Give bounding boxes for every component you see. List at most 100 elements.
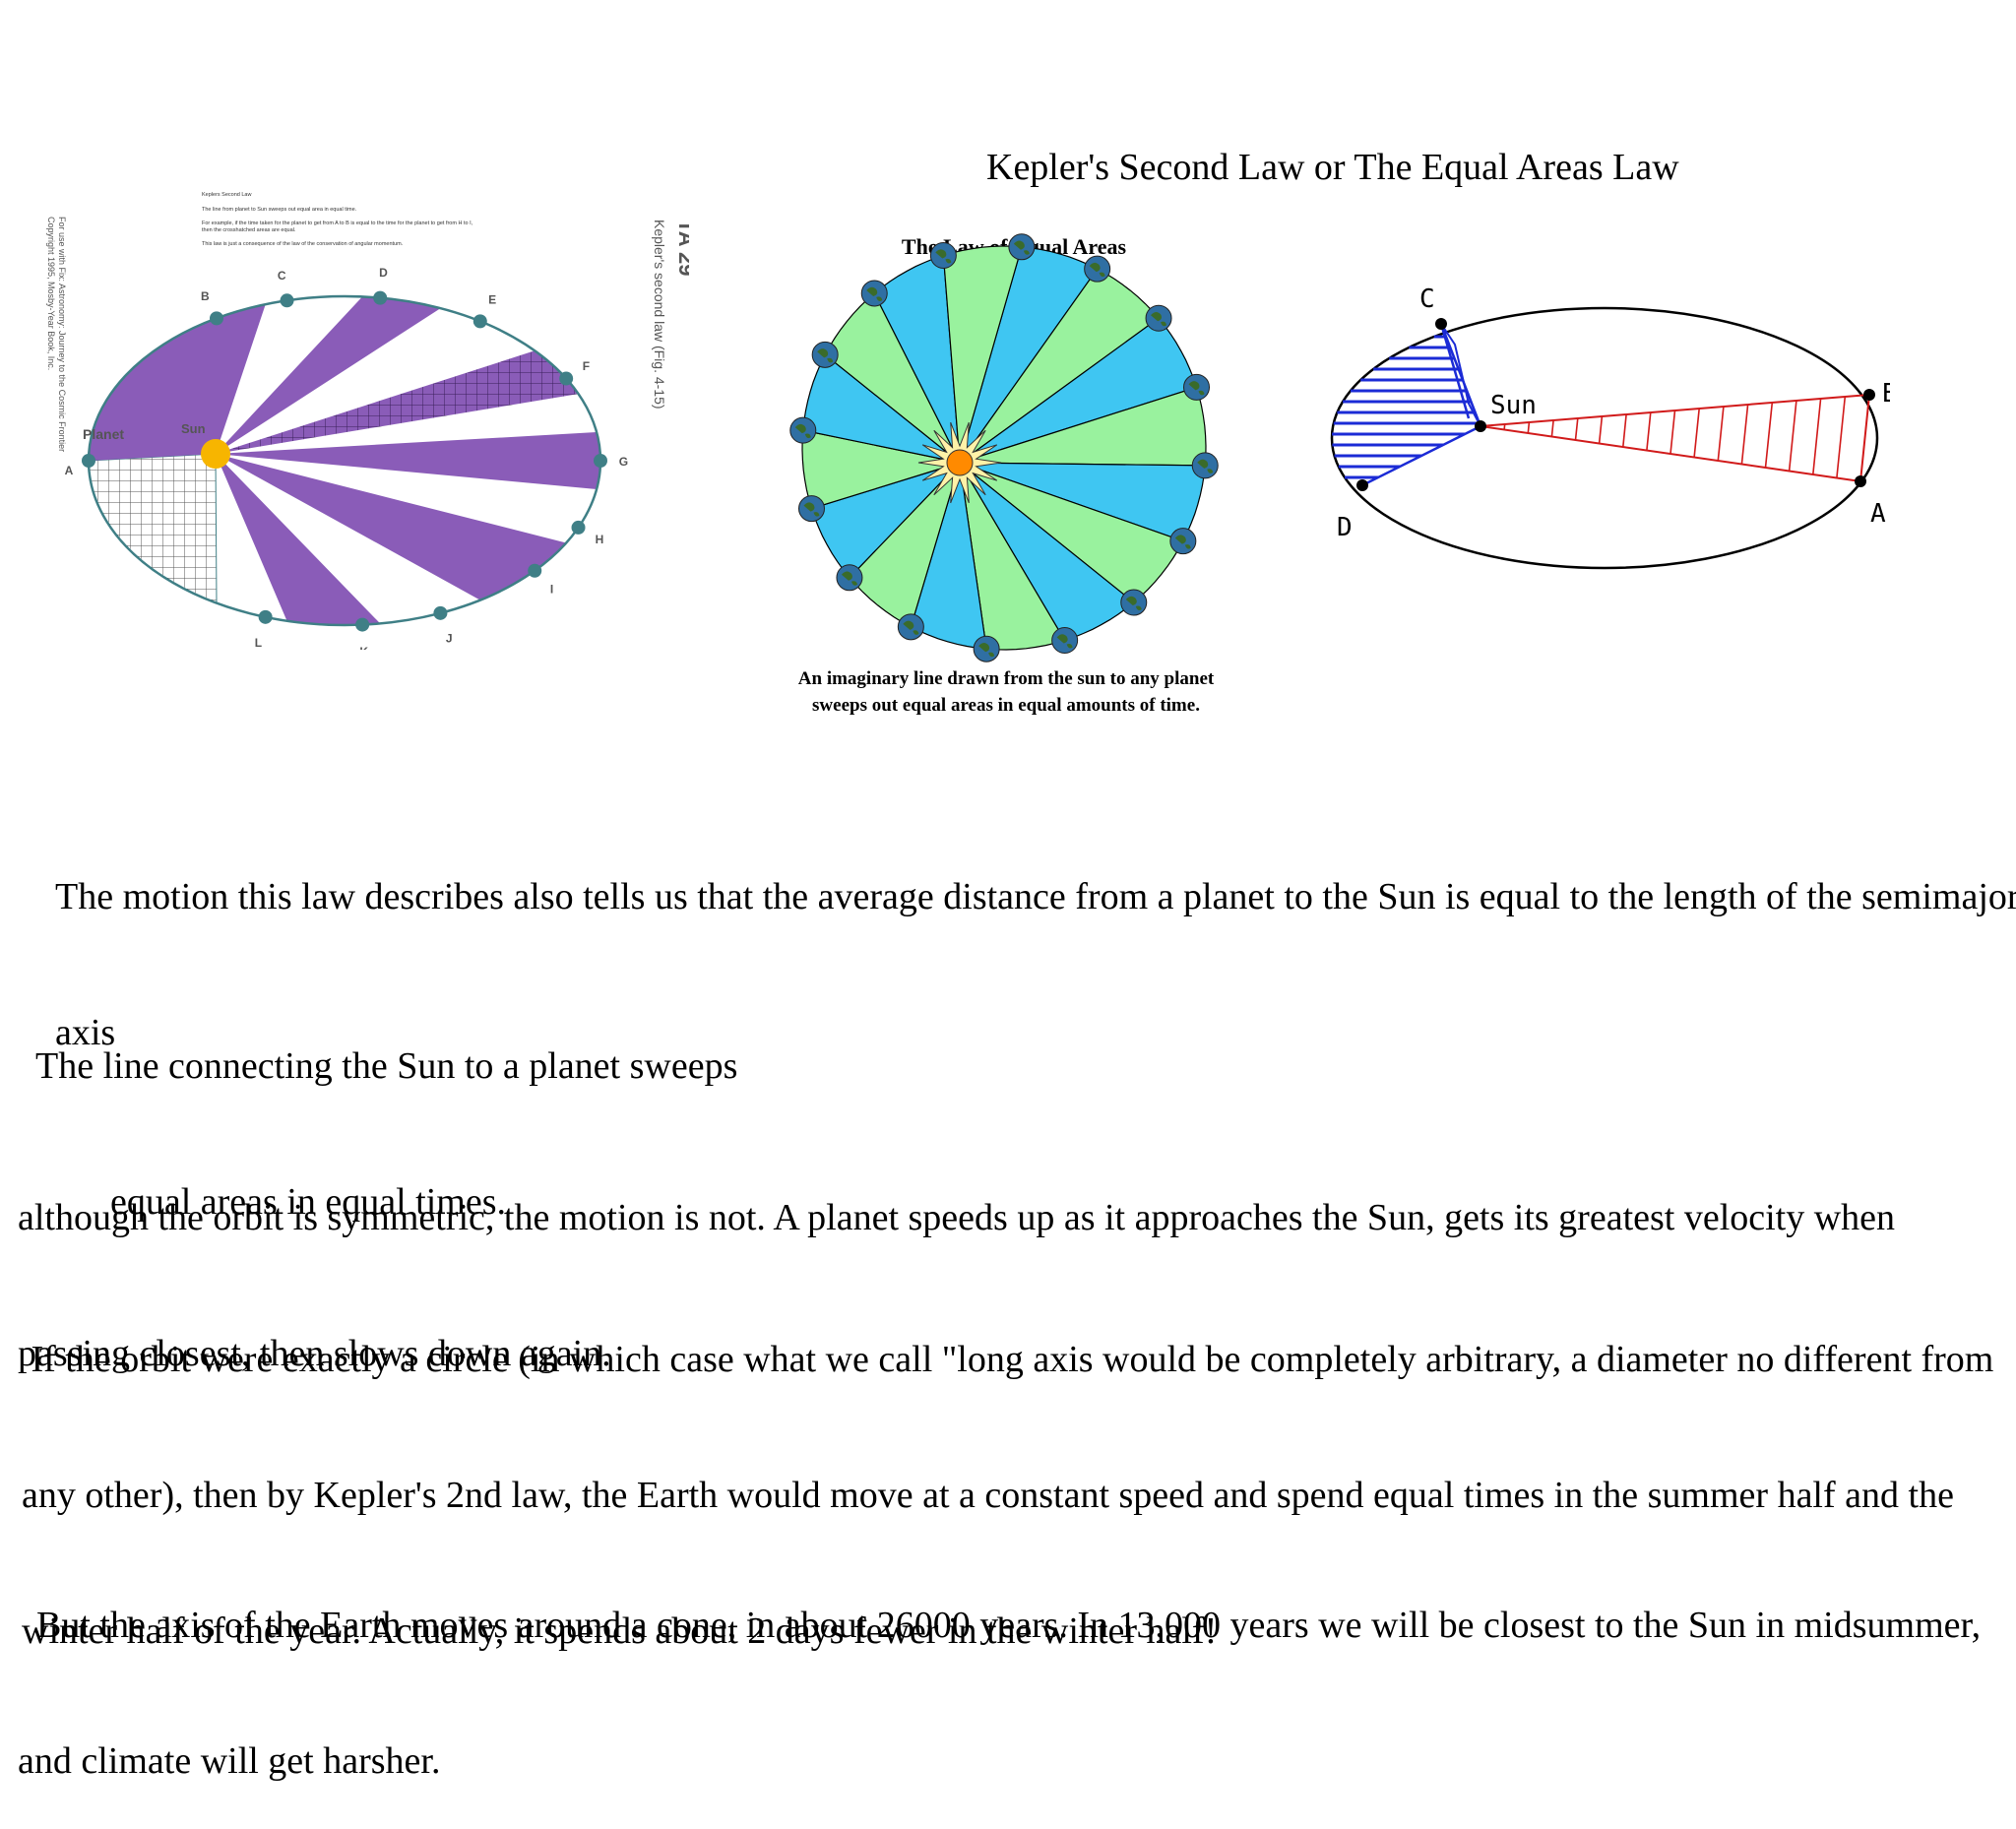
fig3-red-hatch [1503,423,1506,430]
fig2-earth-land [866,286,883,301]
fig2-earth-land [817,348,834,363]
fig1-point-label: I [550,583,553,597]
fig3-red-hatch [1812,398,1822,475]
fig2-earth-land [1151,311,1167,327]
fig3-red-hatch [1527,421,1531,434]
fig3-red-sweep [1480,394,1870,482]
fig2-earth-land [978,642,995,658]
fig2-earth-land [935,249,952,264]
paragraph-semimajor-axis: The motion this law describes also tells… [55,784,2016,1101]
fig2-earth-land [841,571,857,586]
fig1-sector-e-f [216,454,567,600]
fig3-line-sun-c [1439,323,1482,427]
fig3-label-sun: Sun [1490,391,1537,420]
fig1-sector-l-a [89,304,266,461]
fig2-earth-land [1089,262,1105,278]
fig1-point-label: K [359,645,368,650]
fig1-point-label: A [65,464,74,477]
fig1-planet-label: Planet [83,426,124,442]
fig3-red-hatch [1598,415,1604,444]
paragraph-line: and climate will get harsher. [18,1740,441,1782]
fig1-point [280,293,294,308]
paragraph-circle-orbit: If the orbit were exactly a circle (in w… [22,1246,1993,1699]
paragraph-line: But the axis of the Earth moves around a… [18,1605,1982,1646]
fig2-sun [946,449,974,476]
fig3-label-d: D [1337,513,1353,542]
fig1-point [355,617,370,632]
paragraph-line: winter half of the year. Actually, it sp… [22,1610,1218,1652]
fig1-point-label: D [379,266,388,280]
fig1-sector-h-i [216,350,579,454]
paragraph-line: passing closest, then slows down again. [18,1333,611,1374]
fig3-red-hatch [1574,417,1579,441]
fig2-earth-land [794,423,811,439]
fig1-point-label: G [619,455,628,469]
fig2-sectors [801,245,1207,651]
fig1-points: ABCDEFGHIJKL [65,266,628,650]
fig3-red-hatch [1550,419,1554,437]
paragraph-line: equal areas in equal times. [35,1181,507,1223]
fig1-point-label: F [583,359,590,373]
fig3-blue-sweep [1332,323,1482,487]
equal-areas-circle-figure: The Law of Equal Areas An imaginary line… [789,233,1219,716]
fig3-point-a [1855,475,1866,487]
fig1-header-line1: The line from planet to Sun sweeps out e… [202,207,357,213]
fig3-orbit [1330,306,1879,570]
paragraph-line: any other), then by Kepler's 2nd law, th… [22,1475,1954,1516]
fig2-planets [789,233,1219,662]
paragraph-line: axis [55,1012,116,1053]
fig3-red-hatch [1788,400,1797,472]
fig1-point [559,371,574,386]
fig1-point [528,563,542,578]
fig1-point-label: E [488,293,496,307]
fig2-earth-land [1188,381,1205,396]
fig1-header-line3: This law is just a consequence of the la… [202,241,404,247]
fig3-line-b-a [1859,394,1870,482]
slide-title: Kepler's Second Law or The Equal Areas L… [986,147,1679,188]
sweep-ellipse-figure: C D B A Sun [1330,284,1890,570]
fig1-side-right-caption: Kepler's second law (Fig. 4-15) [652,220,667,410]
fig3-sun-point [1475,420,1486,432]
fig3-label-b: B [1882,379,1890,409]
fig1-point [210,311,223,326]
fig1-point [373,290,388,305]
fig3-point-c [1435,318,1447,330]
fig1-point [258,609,273,624]
fig3-red-hatch [1740,404,1749,465]
fig3-label-a: A [1870,499,1886,529]
fig1-side-left-2: Copyright 1995, Mosby-Year Book, Inc. [46,217,56,370]
fig1-point-label: B [201,289,210,303]
fig1-sun [201,439,230,469]
fig2-earth-land [1013,240,1030,255]
fig2-earth-land [1125,596,1142,611]
fig3-red-hatch [1646,411,1652,451]
paragraph-line: The motion this law describes also tells… [55,876,2016,917]
fig3-red-hatch [1717,406,1725,462]
fig1-header-line2b: then the crosshatched areas are equal. [202,227,296,233]
fig1-side-left-1: For use with Fix: Astronomy: Journey to … [57,217,67,452]
fig3-red-hatch [1836,396,1847,478]
fig1-point-label: J [446,632,453,646]
paragraph-orbit-symmetric: although the orbit is symmetric, the mot… [18,1104,1895,1421]
fig1-sector-a-b [88,453,218,604]
fig3-label-c: C [1419,284,1435,314]
fig1-sector-j-k [216,296,441,454]
paragraph-axis-cone: But the axis of the Earth moves around a… [18,1512,1981,1829]
fig1-sector-c-d [216,454,381,625]
fig1-header-line2a: For example, if the time taken for the p… [202,221,473,226]
fig2-earth-land [903,620,919,635]
paragraph-line: although the orbit is symmetric, the mot… [18,1197,1896,1238]
fig1-point [433,605,448,620]
fig3-red-hatch [1622,413,1627,448]
fig2-earth-land [1174,535,1191,549]
fig1-point [82,454,95,468]
fig3-red-hatch [1670,410,1676,455]
fig3-red-hatch [1764,402,1774,469]
paragraph-line-sweeps: The line connecting the Sun to a planet … [35,953,737,1270]
fig3-point-d [1356,479,1368,491]
fig2-caption-line1: An imaginary line drawn from the sun to … [798,668,1215,689]
fig1-point-label: L [255,636,262,650]
fig1-sector-g [216,432,600,489]
fig3-red-hatch [1693,408,1700,458]
kepler-ellipse-figure: Keplers Second Law The line from planet … [46,192,689,650]
